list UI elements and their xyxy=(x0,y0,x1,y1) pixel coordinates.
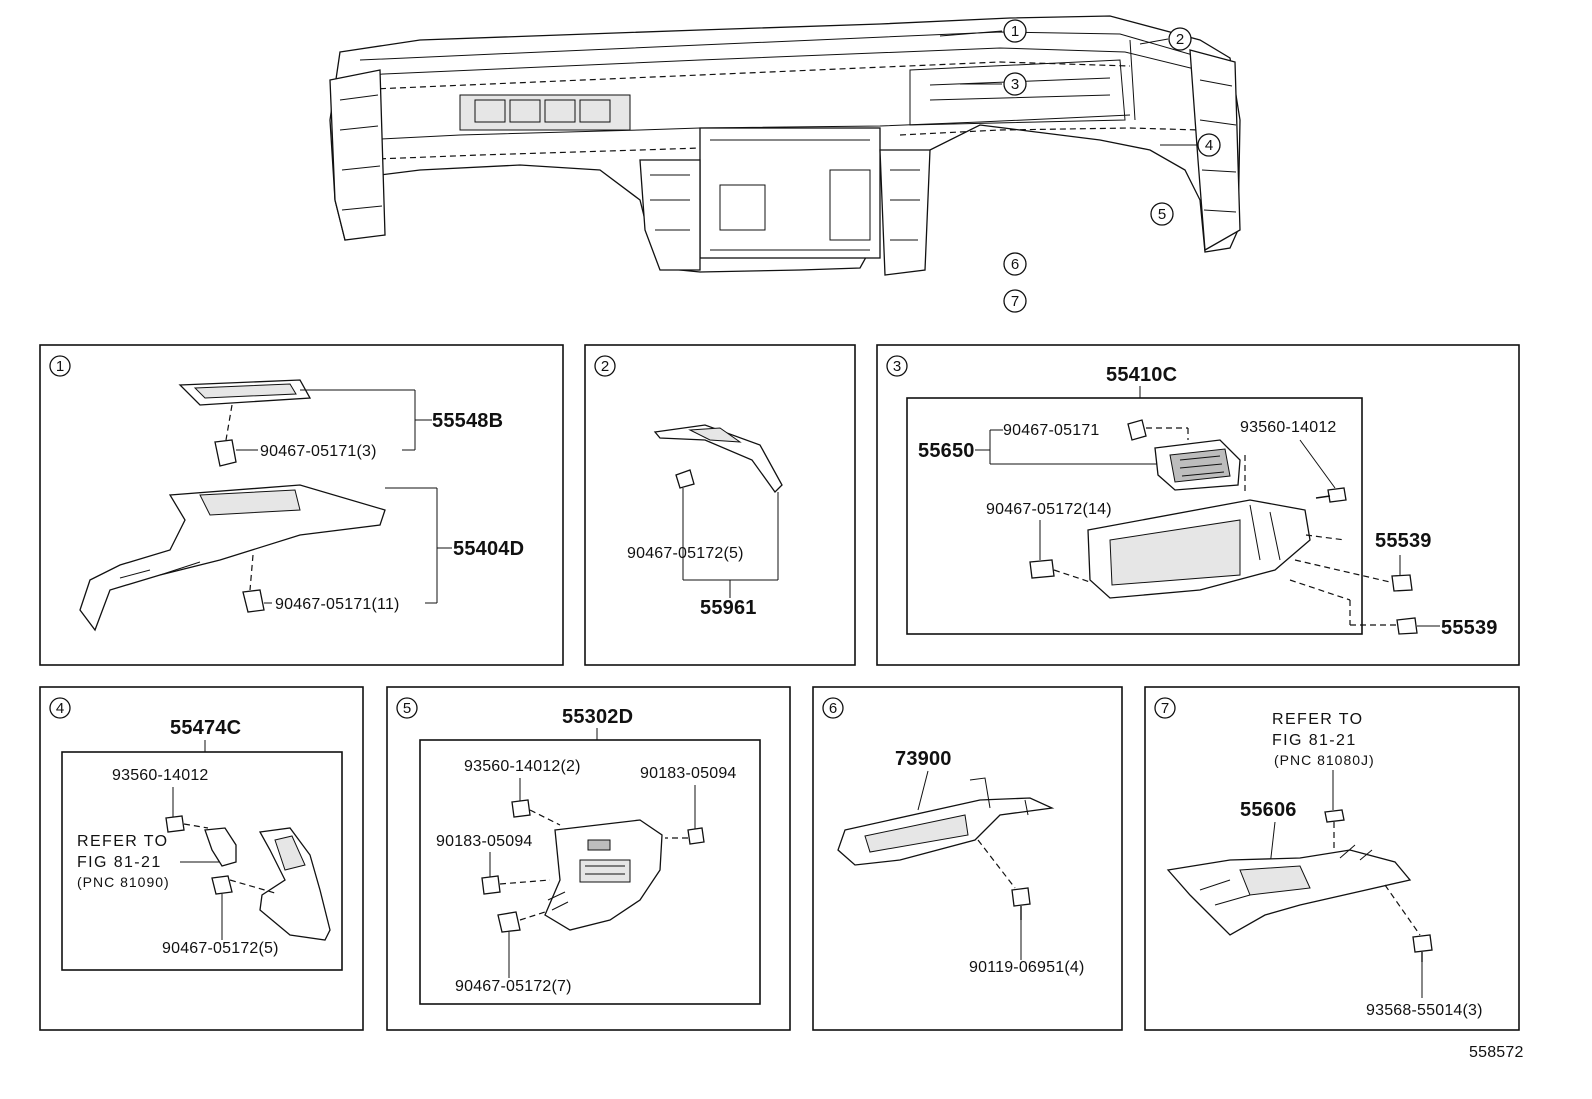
nut-icon xyxy=(687,827,705,845)
clip-icon xyxy=(1324,809,1345,823)
top-callouts: 1 2 3 4 5 6 7 xyxy=(1003,19,1221,313)
part-93560-14012: 93560-14012 xyxy=(1240,419,1337,436)
part-90467-05172-5: 90467-05172(5) xyxy=(627,545,744,562)
fig-reference-text: FIG 81-21 xyxy=(77,854,162,871)
svg-text:1: 1 xyxy=(1011,23,1019,40)
svg-text:5: 5 xyxy=(1158,206,1166,223)
part-55302d: 55302D xyxy=(562,706,633,728)
part-93560-14012-p4: 93560-14012 xyxy=(112,767,209,784)
bolt-icon xyxy=(1327,487,1347,503)
top-callout-1: 1 xyxy=(1003,19,1027,43)
part-93568-55014-3: 93568-55014(3) xyxy=(1366,1002,1483,1019)
refer-to-text-p7: REFER TO xyxy=(1272,711,1364,728)
svg-text:6: 6 xyxy=(1011,256,1019,273)
part-55548b: 55548B xyxy=(432,410,503,432)
part-90467-05172-7: 90467-05172(7) xyxy=(455,978,572,995)
part-90183-05094-b: 90183-05094 xyxy=(436,833,533,850)
clip-icon xyxy=(214,439,237,467)
switch-55539-b xyxy=(1396,617,1418,635)
top-callout-2: 2 xyxy=(1168,27,1192,51)
top-callout-6: 6 xyxy=(1003,252,1027,276)
part-90467-05172-5-p4: 90467-05172(5) xyxy=(162,940,279,957)
panel-55404d xyxy=(79,484,386,632)
part-90467-05172-14: 90467-05172(14) xyxy=(986,501,1112,518)
bolt-icon xyxy=(511,799,531,818)
panel-2-number: 2 xyxy=(601,358,609,375)
side-garnish-55474c xyxy=(258,827,331,941)
undercover-55606 xyxy=(1166,849,1412,936)
fig-reference-text-p7: FIG 81-21 xyxy=(1272,732,1357,749)
top-callout-7: 7 xyxy=(1003,289,1027,313)
panel-7: 7 REFER TO FIG 81-21 (PNC 81080J) 55606 … xyxy=(1144,686,1520,1031)
clip-icon xyxy=(497,911,521,933)
part-55539-b: 55539 xyxy=(1441,617,1498,639)
svg-text:4: 4 xyxy=(1205,137,1213,154)
panel-4: 4 55474C 93560-14012 REFER TO FIG 81-21 … xyxy=(39,686,364,1031)
instrument-panel-assembly xyxy=(329,15,1241,276)
pnc-reference-text: (PNC 81090) xyxy=(77,874,170,890)
panel-7-number: 7 xyxy=(1161,700,1169,717)
part-55650: 55650 xyxy=(918,440,975,462)
bolt-icon xyxy=(1412,934,1433,953)
part-90467-05171: 90467-05171 xyxy=(1003,422,1100,439)
panel-1-number: 1 xyxy=(56,358,64,375)
part-55404d: 55404D xyxy=(453,538,524,560)
panel-6-number: 6 xyxy=(829,700,837,717)
part-90467-05171-11: 90467-05171(11) xyxy=(275,596,400,613)
svg-text:2: 2 xyxy=(1176,31,1184,48)
part-55606: 55606 xyxy=(1240,799,1297,821)
part-90119-06951-4: 90119-06951(4) xyxy=(969,959,1084,976)
pnc-reference-text-p7: (PNC 81080J) xyxy=(1274,752,1375,768)
clip-icon xyxy=(1127,419,1147,441)
top-callout-4: 4 xyxy=(1197,133,1221,157)
part-93560-14012-2: 93560-14012(2) xyxy=(464,758,581,775)
svg-text:3: 3 xyxy=(1011,76,1019,93)
refer-to-text: REFER TO xyxy=(77,833,169,850)
nut-icon xyxy=(481,875,501,895)
panel-4-number: 4 xyxy=(56,700,64,717)
clip-icon xyxy=(242,589,265,613)
panel-5: 5 55302D 93560-14012(2) 90183-05094 9018… xyxy=(386,686,791,1031)
clip-icon xyxy=(675,469,695,489)
top-callout-leaders xyxy=(939,30,1197,146)
part-55539-a: 55539 xyxy=(1375,530,1432,552)
panel-2: 2 90467-05172(5) 55961 xyxy=(584,344,856,666)
panel-6: 6 73900 90119-06951(4) xyxy=(812,686,1123,1031)
bolt-icon xyxy=(165,815,185,833)
part-90183-05094-a: 90183-05094 xyxy=(640,765,737,782)
panel-3-number: 3 xyxy=(893,358,901,375)
top-callout-3: 3 xyxy=(1003,72,1027,96)
panel-3: 3 55410C 55650 90467-05171 93560-14012 9… xyxy=(876,344,1520,666)
part-73900: 73900 xyxy=(895,748,952,770)
switch-55539-a xyxy=(1391,574,1413,592)
clip-icon xyxy=(211,875,233,895)
bolt-icon xyxy=(1011,887,1031,907)
part-55474c: 55474C xyxy=(170,717,241,739)
part-55410c: 55410C xyxy=(1106,364,1177,386)
top-callout-5: 5 xyxy=(1150,202,1174,226)
panel-5-number: 5 xyxy=(403,700,411,717)
part-90467-05171-3: 90467-05171(3) xyxy=(260,443,377,460)
svg-text:7: 7 xyxy=(1011,293,1019,310)
clip-icon xyxy=(1029,559,1055,579)
diagram-id: 558572 xyxy=(1469,1044,1524,1061)
part-55961: 55961 xyxy=(700,597,757,619)
bracket-icon xyxy=(204,827,237,867)
panel-1: 1 55548B 90467-05171(3) 55404D 90467-051… xyxy=(39,344,564,666)
